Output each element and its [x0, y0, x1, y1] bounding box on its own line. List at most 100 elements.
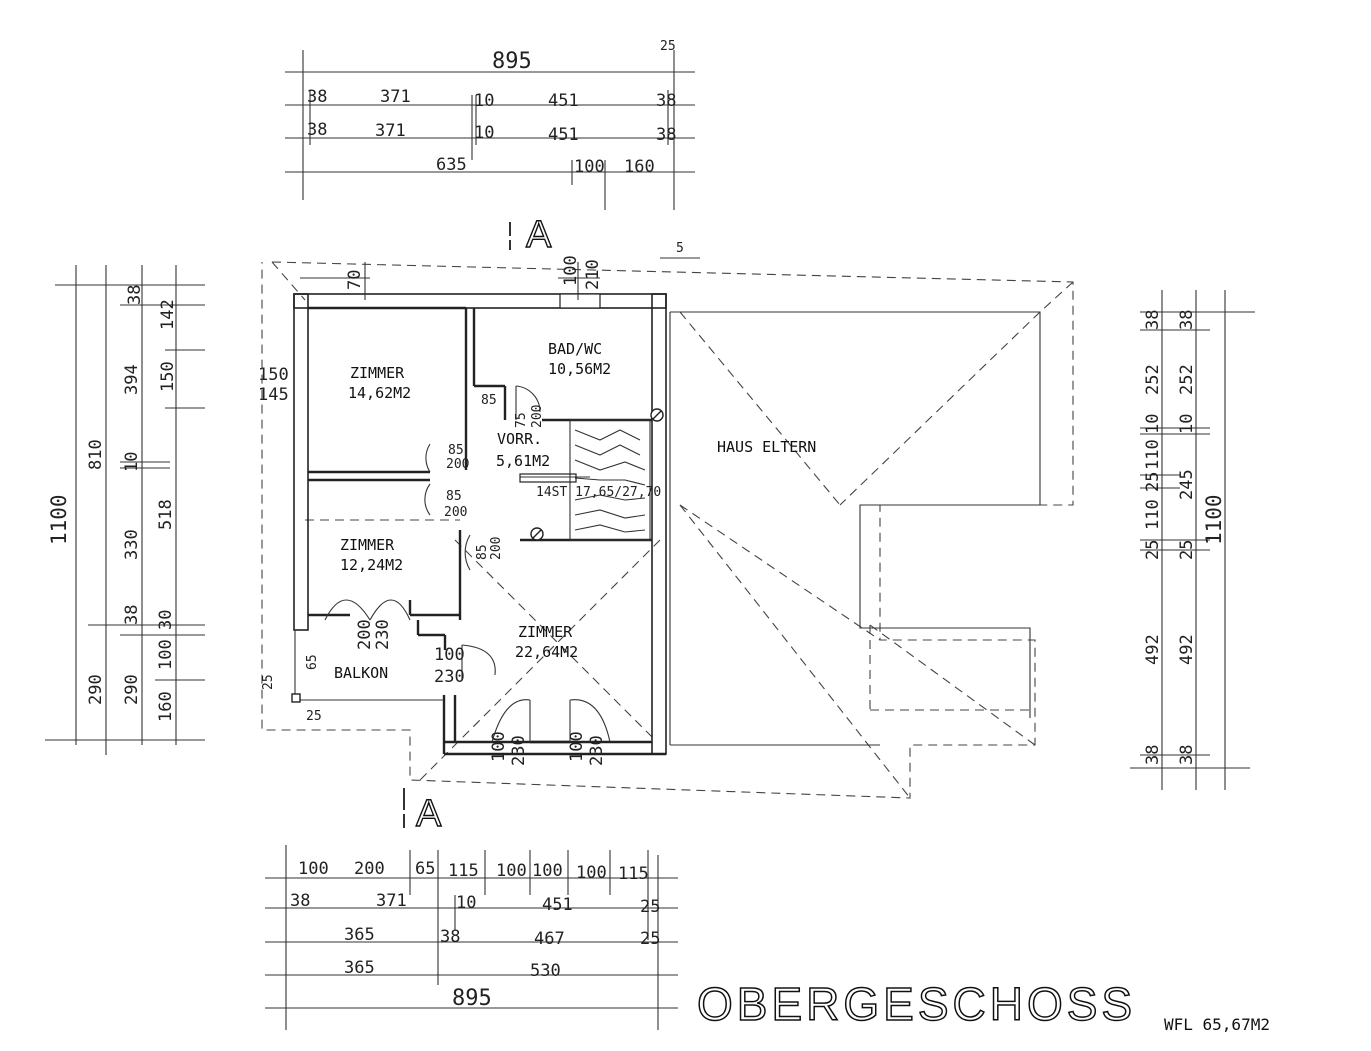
op-17: 65: [305, 654, 320, 670]
top-dimension-chain: 895 25 38 371 10 451 38 38 371 10 451 38…: [285, 39, 695, 210]
right-c2-3: 245: [1177, 469, 1197, 500]
top-r2-0: 38: [307, 120, 327, 140]
bot-r1-0: 100: [298, 859, 329, 879]
right-c2-4: 25: [1177, 540, 1197, 560]
right-c2-0: 38: [1177, 310, 1197, 330]
left-c3-2: 30: [156, 610, 176, 630]
bot-r2-3: 451: [542, 895, 573, 915]
room-bad-name: BAD/WC: [548, 340, 602, 358]
top-overall-dim: 895: [492, 49, 532, 74]
left-c1-1: 290: [86, 674, 106, 705]
op-19: 25: [306, 709, 322, 724]
haus-eltern-outline: [669, 311, 1041, 746]
op-15: 100: [567, 731, 587, 762]
section-label-bottom: A: [416, 793, 442, 835]
left-side-0: 150: [258, 365, 289, 385]
top-r3-2: 160: [624, 157, 655, 177]
roof-outline: [261, 261, 1074, 799]
section-label-top: A: [526, 214, 552, 256]
right-c1-3: 110: [1143, 439, 1163, 470]
bot-r1-7: 115: [618, 864, 649, 884]
left-c1-0: 810: [86, 439, 106, 470]
top-r3-1: 100: [574, 157, 605, 177]
right-c1-2: 10: [1143, 414, 1163, 434]
door-swings: [291, 385, 611, 743]
op-6: 200: [444, 505, 467, 520]
op-4: 200: [446, 457, 469, 472]
left-overall-dim: 1100: [47, 494, 71, 545]
left-c2-2: 330: [122, 529, 142, 560]
bot-r3-2: 467: [534, 929, 565, 949]
bot-r3-1: 38: [440, 927, 460, 947]
op-10: 230: [373, 619, 393, 650]
room-balkon-name: BALKON: [334, 664, 388, 682]
left-c2-0: 394: [122, 364, 142, 395]
bot-r1-2: 65: [415, 859, 435, 879]
op-7: 85: [475, 544, 490, 560]
room-zimmer-3-area: 22,64M2: [515, 643, 578, 661]
left-side-1: 145: [258, 385, 289, 405]
left-c4-0: 142: [158, 299, 178, 330]
op-11: 100: [434, 645, 465, 665]
bot-r1-4: 100: [496, 861, 527, 881]
top-r2-1: 371: [375, 121, 406, 141]
top-r1-0: 38: [307, 87, 327, 107]
living-area-label: WFL 65,67M2: [1164, 1015, 1270, 1034]
section-marker-bottom: A: [403, 788, 443, 836]
top-small-dims: 70 100 210 5: [300, 241, 700, 300]
op-8: 200: [489, 537, 504, 560]
right-overall-dim: 1100: [1202, 494, 1226, 545]
top-r2-4: 38: [656, 125, 676, 145]
bot-r2-1: 371: [376, 891, 407, 911]
op-14: 230: [509, 735, 529, 766]
left-c2-1: 10: [122, 452, 142, 472]
room-bad-area: 10,56M2: [548, 360, 611, 378]
top-r1-4: 38: [656, 91, 676, 111]
right-c1-0: 38: [1143, 310, 1163, 330]
bot-r1-5: 100: [532, 861, 563, 881]
left-c3-1: 518: [156, 499, 176, 530]
room-zimmer-1-name: ZIMMER: [350, 364, 405, 382]
right-c1-6: 25: [1143, 540, 1163, 560]
top-small-1: 100: [561, 255, 581, 286]
bot-r3-3: 25: [640, 929, 660, 949]
room-zimmer-3-name: ZIMMER: [518, 623, 573, 641]
interior-walls: [294, 306, 652, 744]
right-c1-1: 252: [1143, 364, 1163, 395]
room-zimmer-1-area: 14,62M2: [348, 384, 411, 402]
top-small-0: 70: [345, 270, 365, 290]
bot-overall: 895: [452, 986, 492, 1011]
top-r1-2: 10: [474, 91, 494, 111]
op-13: 100: [489, 731, 509, 762]
bot-r3-0: 365: [344, 925, 375, 945]
left-c3-4: 160: [156, 691, 176, 722]
exterior-walls: [293, 293, 667, 756]
opening-dims: 85 75 200 85 200 85 200 85 200 200 230 1…: [261, 393, 607, 766]
bot-r2-4: 25: [640, 897, 660, 917]
top-small-3: 5: [676, 241, 684, 256]
section-marker-top: A: [509, 213, 553, 257]
bot-r1-1: 200: [354, 859, 385, 879]
right-c1-7: 492: [1143, 634, 1163, 665]
top-r2-2: 10: [474, 123, 494, 143]
left-c2-3: 38: [122, 605, 142, 625]
stair-label: 14ST 17,65/27,70: [536, 485, 661, 500]
room-vorr-name: VORR.: [497, 430, 542, 448]
top-r3-0: 635: [436, 155, 467, 175]
bot-r2-2: 10: [456, 893, 476, 913]
right-dimension-chain: 38 252 10 110 25 110 25 492 38 38 252 10…: [1130, 290, 1255, 790]
op-16: 230: [587, 735, 607, 766]
staircase: [519, 408, 664, 541]
op-5: 85: [446, 489, 462, 504]
room-zimmer-2-name: ZIMMER: [340, 536, 395, 554]
top-r2-3: 451: [548, 125, 579, 145]
room-labels: ZIMMER 14,62M2 BAD/WC 10,56M2 VORR. 5,61…: [334, 340, 816, 682]
op-18: 25: [261, 674, 276, 690]
op-1: 75: [514, 412, 529, 428]
bot-r1-3: 115: [448, 861, 479, 881]
right-c1-5: 110: [1143, 499, 1163, 530]
bot-r4-1: 530: [530, 961, 561, 981]
op-2: 200: [530, 405, 545, 428]
top-r1-3: 451: [548, 91, 579, 111]
